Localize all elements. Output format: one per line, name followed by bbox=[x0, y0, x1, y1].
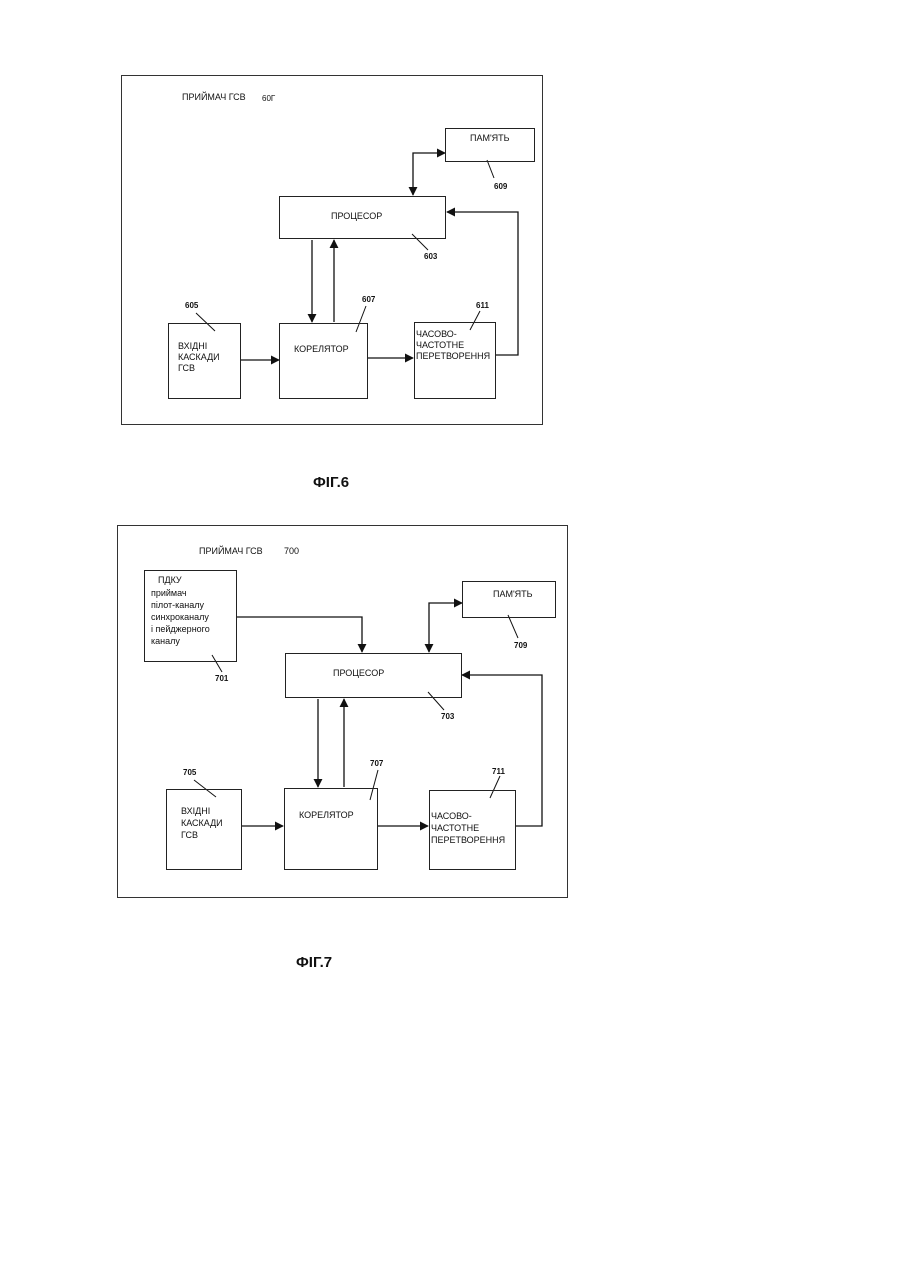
fig7-tf-label-2: ЧАСТОТНЕ bbox=[431, 823, 479, 834]
fig6-memory-ref: 609 bbox=[494, 182, 507, 191]
fig7-tf-label-1: ЧАСОВО- bbox=[431, 811, 472, 822]
fig6-tf-ref: 611 bbox=[476, 301, 489, 310]
fig7-pdku-label-3: пілот-каналу bbox=[151, 600, 204, 611]
fig7-pdku-label-1: ПДКУ bbox=[158, 575, 182, 586]
fig7-processor-label: ПРОЦЕСОР bbox=[333, 668, 384, 679]
fig7-input-label-1: ВХІДНІ bbox=[181, 806, 210, 817]
fig6-processor-ref: 603 bbox=[424, 252, 437, 261]
fig6-memory-label: ПАМ'ЯТЬ bbox=[470, 133, 510, 144]
fig6-title-ref: 60Г bbox=[262, 93, 275, 104]
fig6-input-ref: 605 bbox=[185, 301, 198, 310]
fig6-input-label-2: КАСКАДИ bbox=[178, 352, 220, 363]
fig6-correlator-block bbox=[279, 323, 368, 399]
fig7-pdku-label-4: синхроканалу bbox=[151, 612, 209, 623]
fig6-correlator-label: КОРЕЛЯТОР bbox=[294, 344, 349, 355]
fig6-correlator-ref: 607 bbox=[362, 295, 375, 304]
fig7-correlator-block bbox=[284, 788, 378, 870]
fig6-title: ПРИЙМАЧ ГСВ bbox=[182, 92, 246, 103]
fig7-memory-ref: 709 bbox=[514, 641, 527, 650]
fig7-input-label-2: КАСКАДИ bbox=[181, 818, 223, 829]
fig6-tf-label-1: ЧАСОВО- bbox=[416, 329, 457, 340]
fig6-tf-label-2: ЧАСТОТНЕ bbox=[416, 340, 464, 351]
fig7-correlator-label: КОРЕЛЯТОР bbox=[299, 810, 354, 821]
fig7-input-label-3: ГСВ bbox=[181, 830, 198, 841]
fig7-input-ref: 705 bbox=[183, 768, 196, 777]
fig7-processor-ref: 703 bbox=[441, 712, 454, 721]
fig7-correlator-ref: 707 bbox=[370, 759, 383, 768]
fig6-input-label-3: ГСВ bbox=[178, 363, 195, 374]
fig7-pdku-ref: 701 bbox=[215, 674, 228, 683]
fig6-tf-label-3: ПЕРЕТВОРЕННЯ bbox=[416, 351, 490, 362]
fig6-processor-label: ПРОЦЕСОР bbox=[331, 211, 382, 222]
fig7-input-block bbox=[166, 789, 242, 870]
fig7-title: ПРИЙМАЧ ГСВ bbox=[199, 546, 263, 557]
fig7-title-ref: 700 bbox=[284, 546, 299, 557]
fig7-memory-label: ПАМ'ЯТЬ bbox=[493, 589, 533, 600]
fig6-caption: ФІГ.6 bbox=[313, 474, 349, 491]
fig7-tf-label-3: ПЕРЕТВОРЕННЯ bbox=[431, 835, 505, 846]
fig7-tf-ref: 711 bbox=[492, 767, 505, 776]
fig7-pdku-label-5: і пейджерного bbox=[151, 624, 210, 635]
fig7-pdku-label-6: каналу bbox=[151, 636, 180, 647]
fig7-pdku-label-2: приймач bbox=[151, 588, 187, 599]
fig6-input-label-1: ВХІДНІ bbox=[178, 341, 207, 352]
fig7-caption: ФІГ.7 bbox=[296, 954, 332, 971]
